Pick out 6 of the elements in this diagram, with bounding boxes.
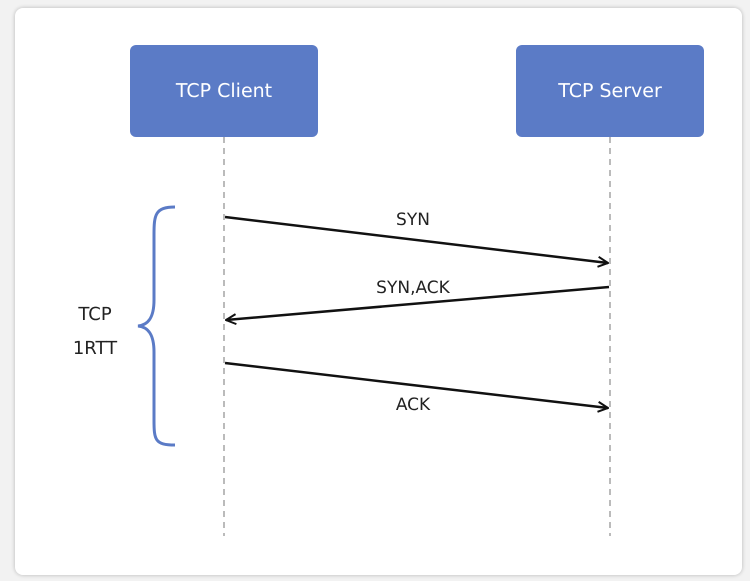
participant-box: TCP Client bbox=[130, 45, 318, 137]
message-arrow bbox=[225, 286, 610, 326]
message-arrow bbox=[224, 216, 609, 268]
participant-box: TCP Server bbox=[516, 45, 704, 137]
message-arrow bbox=[224, 362, 609, 413]
bracket-label: TCP 1RTT bbox=[72, 303, 118, 361]
